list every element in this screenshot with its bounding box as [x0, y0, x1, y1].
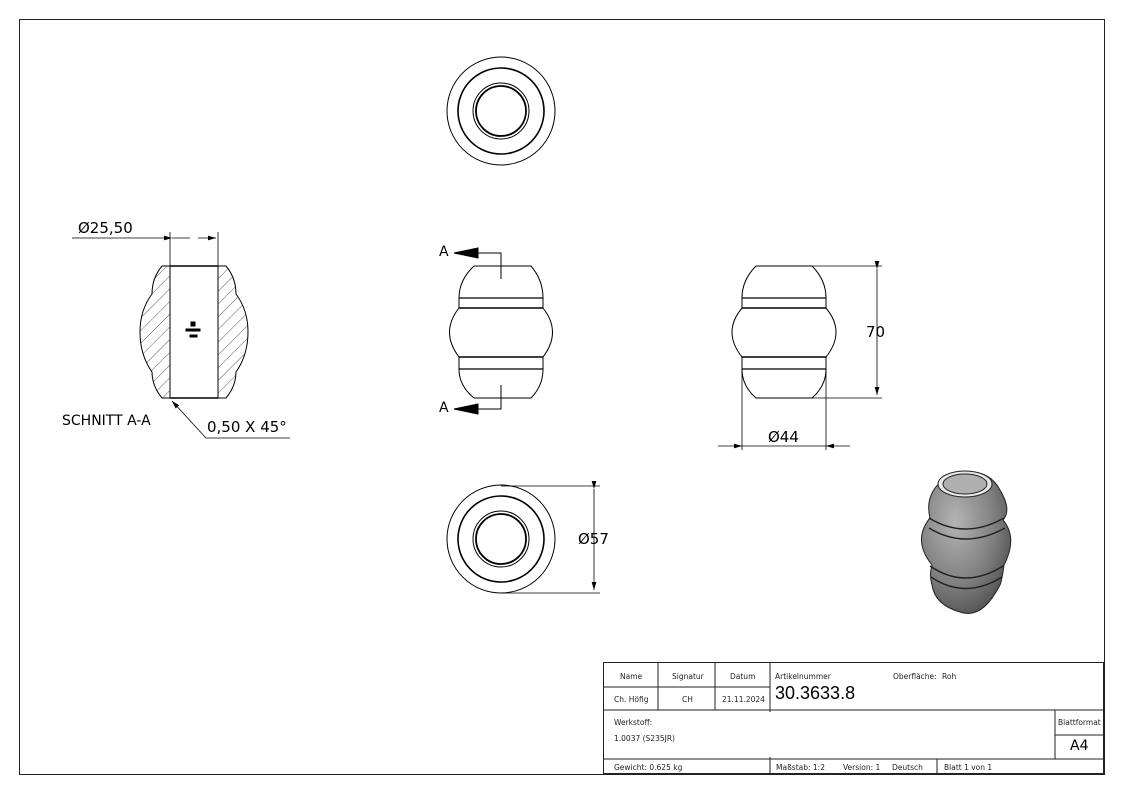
surface-value: Roh	[942, 672, 957, 681]
side-diameter-dimension: Ø44	[768, 428, 799, 446]
value-name: Ch. Höfig	[614, 695, 649, 704]
language: Deutsch	[892, 763, 923, 772]
scale: Maßstab: 1:2	[776, 763, 825, 772]
isometric-view	[921, 470, 1012, 614]
chamfer-note: 0,50 X 45°	[207, 418, 287, 436]
bottom-view	[446, 481, 600, 594]
value-signature: CH	[682, 695, 693, 704]
version: Version: 1	[843, 763, 881, 772]
header-name: Name	[620, 672, 643, 681]
bottom-diameter-dimension: Ø57	[578, 530, 609, 548]
header-signature: Signatur	[672, 672, 704, 681]
article-number: 30.3633.8	[775, 683, 856, 703]
top-view	[446, 56, 556, 166]
section-title: SCHNITT A-A	[62, 413, 151, 429]
format-value: A4	[1070, 738, 1089, 754]
side-view	[718, 261, 882, 450]
article-label: Artikelnummer	[775, 672, 831, 681]
format-label: Blattformat	[1058, 718, 1101, 727]
section-marker-bottom: A	[439, 400, 449, 416]
weight: Gewicht: 0.625 kg	[614, 763, 683, 772]
material-value: 1.0037 (S235JR)	[614, 734, 675, 743]
height-dimension: 70	[866, 323, 886, 341]
value-date: 21.11.2024	[722, 695, 765, 704]
section-marker-top: A	[439, 244, 449, 260]
material-label: Werkstoff:	[614, 718, 653, 727]
sheet-number: Blatt 1 von 1	[944, 763, 993, 772]
front-view	[449, 247, 553, 415]
bore-diameter-dimension: Ø25,50	[78, 219, 133, 237]
title-block-grid	[603, 662, 1104, 774]
title-block	[603, 662, 1104, 774]
section-view	[72, 232, 290, 439]
header-date: Datum	[730, 672, 756, 681]
sheet-border	[19, 19, 1105, 775]
surface-label: Oberfläche:	[893, 672, 937, 681]
